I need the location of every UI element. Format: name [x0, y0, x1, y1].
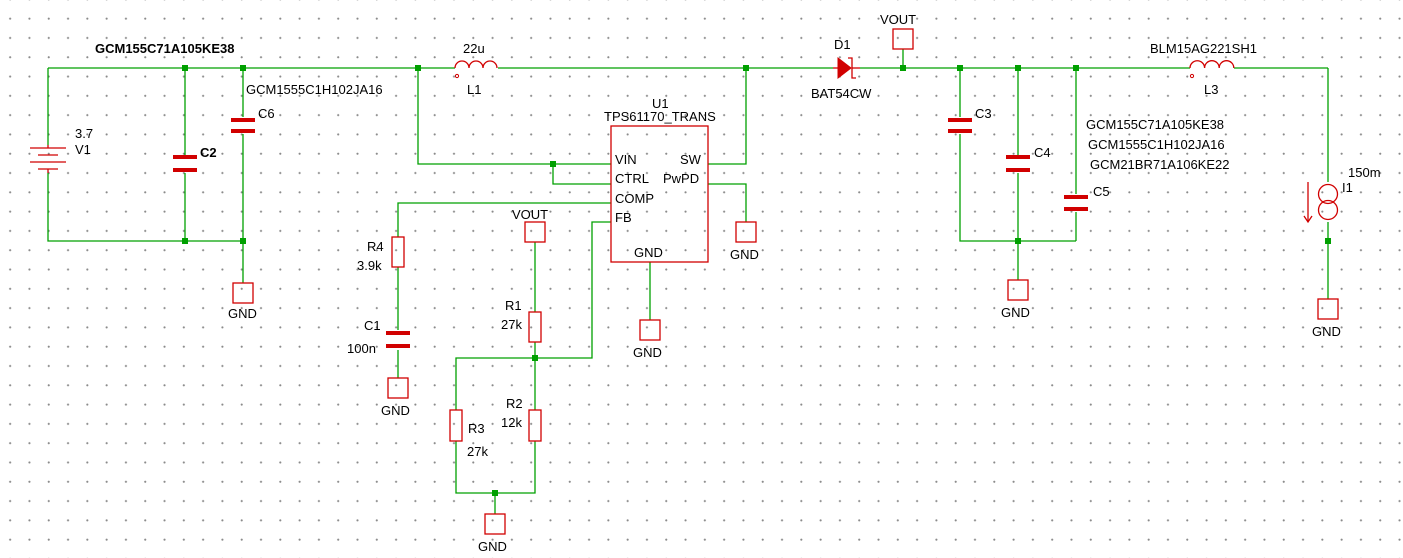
i1-name-label: I1 — [1342, 180, 1353, 195]
capacitor-c3[interactable] — [948, 118, 972, 133]
gnd-label-c6: GND — [228, 306, 257, 321]
cap-part-label-3: GCM21BR71A106KE22 — [1090, 157, 1229, 172]
r3-value-label: 27k — [467, 444, 488, 459]
vout-flags — [524, 28, 914, 243]
r1-name-label: R1 — [505, 298, 522, 313]
current-source-i1[interactable] — [1303, 182, 1339, 224]
diode-d1[interactable] — [833, 56, 860, 80]
c1-name-label: C1 — [364, 318, 381, 333]
c2-part-label: GCM155C71A105KE38 — [95, 41, 234, 56]
d1-part-label: BAT54CW — [811, 86, 872, 101]
capacitor-c1[interactable] — [386, 331, 410, 348]
battery-v1[interactable] — [30, 145, 66, 173]
gnd-label-i1: GND — [1312, 324, 1341, 339]
v1-value-label: 3.7 — [75, 126, 93, 141]
c6-part-label: GCM1555C1H102JA16 — [246, 82, 383, 97]
r4-name-label: R4 — [367, 239, 384, 254]
r2-name-label: R2 — [506, 396, 523, 411]
r3-name-label: R3 — [468, 421, 485, 436]
resistor-r1[interactable] — [528, 311, 542, 343]
resistor-r3[interactable] — [449, 409, 463, 442]
pin-ctrl-label: CTRL — [615, 171, 649, 186]
pin-gnd-label: GND — [634, 245, 663, 260]
gnd-label-c1: GND — [381, 403, 410, 418]
wires — [47, 49, 1329, 514]
vout-label-top: VOUT — [880, 12, 916, 27]
c2-name-label: C2 — [200, 145, 217, 160]
capacitor-c6[interactable] — [231, 118, 255, 133]
pin-fb-label: FB — [615, 210, 632, 225]
i1-value-label: 150m — [1348, 165, 1381, 180]
r1-value-label: 27k — [501, 317, 522, 332]
c5-name-label: C5 — [1093, 184, 1110, 199]
pin-pwpd-label: PwPD — [663, 171, 699, 186]
gnd-symbols — [232, 221, 1339, 535]
pin-vin-label: VIN — [615, 152, 637, 167]
r4-value-label: 3.9k — [357, 258, 382, 273]
ic-u1[interactable] — [610, 125, 709, 263]
c1-value-label: 100n — [347, 341, 376, 356]
inductor-l1[interactable] — [454, 60, 498, 79]
gnd-label-ic: GND — [633, 345, 662, 360]
r2-value-label: 12k — [501, 415, 522, 430]
c6-name-label: C6 — [258, 106, 275, 121]
c4-name-label: C4 — [1034, 145, 1051, 160]
vout-label-r1: VOUT — [512, 207, 548, 222]
l1-name-label: L1 — [467, 82, 481, 97]
pin-comp-label: COMP — [615, 191, 654, 206]
capacitor-c4[interactable] — [1006, 155, 1030, 172]
pin-sw-label: SW — [680, 152, 702, 167]
gnd-label-pwpd: GND — [730, 247, 759, 262]
l3-part-label: BLM15AG221SH1 — [1150, 41, 1257, 56]
resistor-r2[interactable] — [528, 409, 542, 442]
u1-part-label: TPS61170_TRANS — [604, 109, 716, 124]
gnd-label-r3: GND — [478, 539, 507, 554]
labels: GCM155C71A105KE38 GCM1555C1H102JA16 3.7 … — [75, 12, 1381, 554]
capacitor-c2[interactable] — [173, 155, 197, 172]
cap-part-label-2: GCM1555C1H102JA16 — [1088, 137, 1225, 152]
u1-name-label: U1 — [652, 96, 669, 111]
junction-dots — [182, 65, 1331, 496]
v1-name-label: V1 — [75, 142, 91, 157]
d1-name-label: D1 — [834, 37, 851, 52]
l1-value-label: 22u — [463, 41, 485, 56]
inductor-l3[interactable] — [1189, 60, 1235, 79]
resistor-r4[interactable] — [391, 236, 405, 268]
c3-name-label: C3 — [975, 106, 992, 121]
capacitor-c5[interactable] — [1064, 195, 1088, 211]
l3-name-label: L3 — [1204, 82, 1218, 97]
gnd-label-c4: GND — [1001, 305, 1030, 320]
cap-part-label-1: GCM155C71A105KE38 — [1086, 117, 1224, 132]
